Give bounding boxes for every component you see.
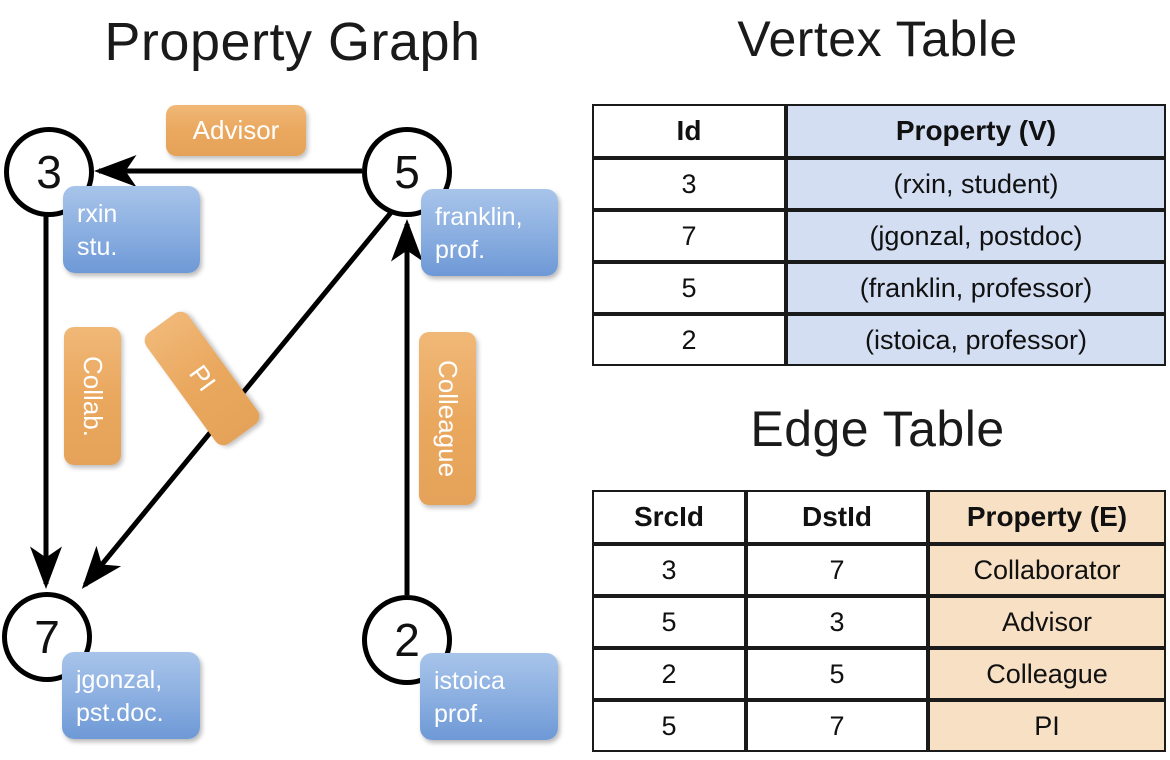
table-row[interactable]: 5 7 PI <box>592 700 1166 752</box>
edge-table: SrcId DstId Property (E) 3 7 Collaborato… <box>592 490 1166 752</box>
vertex-property-box-2[interactable]: istoica prof. <box>420 653 558 740</box>
vertex-property-box-7[interactable]: jgonzal, pst.doc. <box>62 652 200 739</box>
table-row[interactable]: 2 5 Colleague <box>592 648 1166 700</box>
vertex-row-1-property: (jgonzal, postdoc) <box>786 210 1166 262</box>
edge-label-pi-text: PI <box>183 359 222 397</box>
graph-node-7-label: 7 <box>34 611 60 663</box>
edge-table-header-srcid: SrcId <box>592 490 746 544</box>
table-row[interactable]: 3 (rxin, student) <box>592 158 1166 210</box>
graph-node-5[interactable]: 5 <box>362 127 452 217</box>
vertex-property-5-line1: franklin, <box>435 203 523 231</box>
edge-label-advisor[interactable]: Advisor <box>166 105 306 156</box>
edge-row-0-src: 3 <box>592 544 746 596</box>
vertex-property-2-line2: prof. <box>434 700 485 728</box>
edge-row-0-dst: 7 <box>746 544 928 596</box>
edge-row-2-property: Colleague <box>928 648 1166 700</box>
edge-row-1-dst: 3 <box>746 596 928 648</box>
table-row[interactable]: 2 (istoica, professor) <box>592 314 1166 366</box>
graph-node-5-label: 5 <box>394 146 420 198</box>
edge-row-1-src: 5 <box>592 596 746 648</box>
edge-label-collab-text: Collab. <box>78 355 108 437</box>
vertex-row-3-property: (istoica, professor) <box>786 314 1166 366</box>
edge-table-header-dstid: DstId <box>746 490 928 544</box>
edge-label-advisor-text: Advisor <box>192 115 280 145</box>
vertex-property-box-5[interactable]: franklin, prof. <box>421 189 558 276</box>
vertex-row-3-id: 2 <box>592 314 786 366</box>
graph-node-3-label: 3 <box>36 146 62 198</box>
edge-label-colleague[interactable]: Colleague <box>419 332 476 505</box>
edge-row-2-src: 2 <box>592 648 746 700</box>
vertex-property-box-3[interactable]: rxin stu. <box>63 186 200 273</box>
vertex-property-7-line2: pst.doc. <box>76 699 164 727</box>
vertex-table-header-property: Property (V) <box>786 104 1166 158</box>
vertex-table: Id Property (V) 3 (rxin, student) 7 (jgo… <box>592 104 1166 366</box>
property-graph-diagram: 3 5 7 2 rxin stu. franklin, prof. jgonza… <box>2 105 558 740</box>
vertex-property-7-line1: jgonzal, <box>76 666 163 694</box>
page-title-vertex-table: Vertex Table <box>737 11 1018 67</box>
graph-node-2[interactable]: 2 <box>362 595 452 685</box>
page-title-property-graph: Property Graph <box>104 12 481 72</box>
edge-row-3-property: PI <box>928 700 1166 752</box>
table-row[interactable]: 7 (jgonzal, postdoc) <box>592 210 1166 262</box>
edge-label-colleague-text: Colleague <box>433 359 463 478</box>
edge-row-2-dst: 5 <box>746 648 928 700</box>
graph-node-2-label: 2 <box>394 614 420 666</box>
vertex-property-2-line1: istoica <box>434 667 505 695</box>
edge-table-header-property: Property (E) <box>928 490 1166 544</box>
table-row[interactable]: 3 7 Collaborator <box>592 544 1166 596</box>
vertex-row-0-property: (rxin, student) <box>786 158 1166 210</box>
vertex-property-5-line2: prof. <box>435 236 486 264</box>
vertex-table-header-id: Id <box>592 104 786 158</box>
edge-table-header-row: SrcId DstId Property (E) <box>592 490 1166 544</box>
vertex-row-2-id: 5 <box>592 262 786 314</box>
edge-row-3-dst: 7 <box>746 700 928 752</box>
table-row[interactable]: 5 (franklin, professor) <box>592 262 1166 314</box>
vertex-row-0-id: 3 <box>592 158 786 210</box>
vertex-property-3-line1: rxin <box>77 200 118 228</box>
edge-label-collab[interactable]: Collab. <box>64 327 121 465</box>
edge-row-3-src: 5 <box>592 700 746 752</box>
page-title-edge-table: Edge Table <box>750 401 1005 457</box>
table-row[interactable]: 5 3 Advisor <box>592 596 1166 648</box>
vertex-row-2-property: (franklin, professor) <box>786 262 1166 314</box>
edge-row-1-property: Advisor <box>928 596 1166 648</box>
vertex-row-1-id: 7 <box>592 210 786 262</box>
vertex-property-3-line2: stu. <box>77 233 118 261</box>
vertex-table-header-row: Id Property (V) <box>592 104 1166 158</box>
edge-row-0-property: Collaborator <box>928 544 1166 596</box>
